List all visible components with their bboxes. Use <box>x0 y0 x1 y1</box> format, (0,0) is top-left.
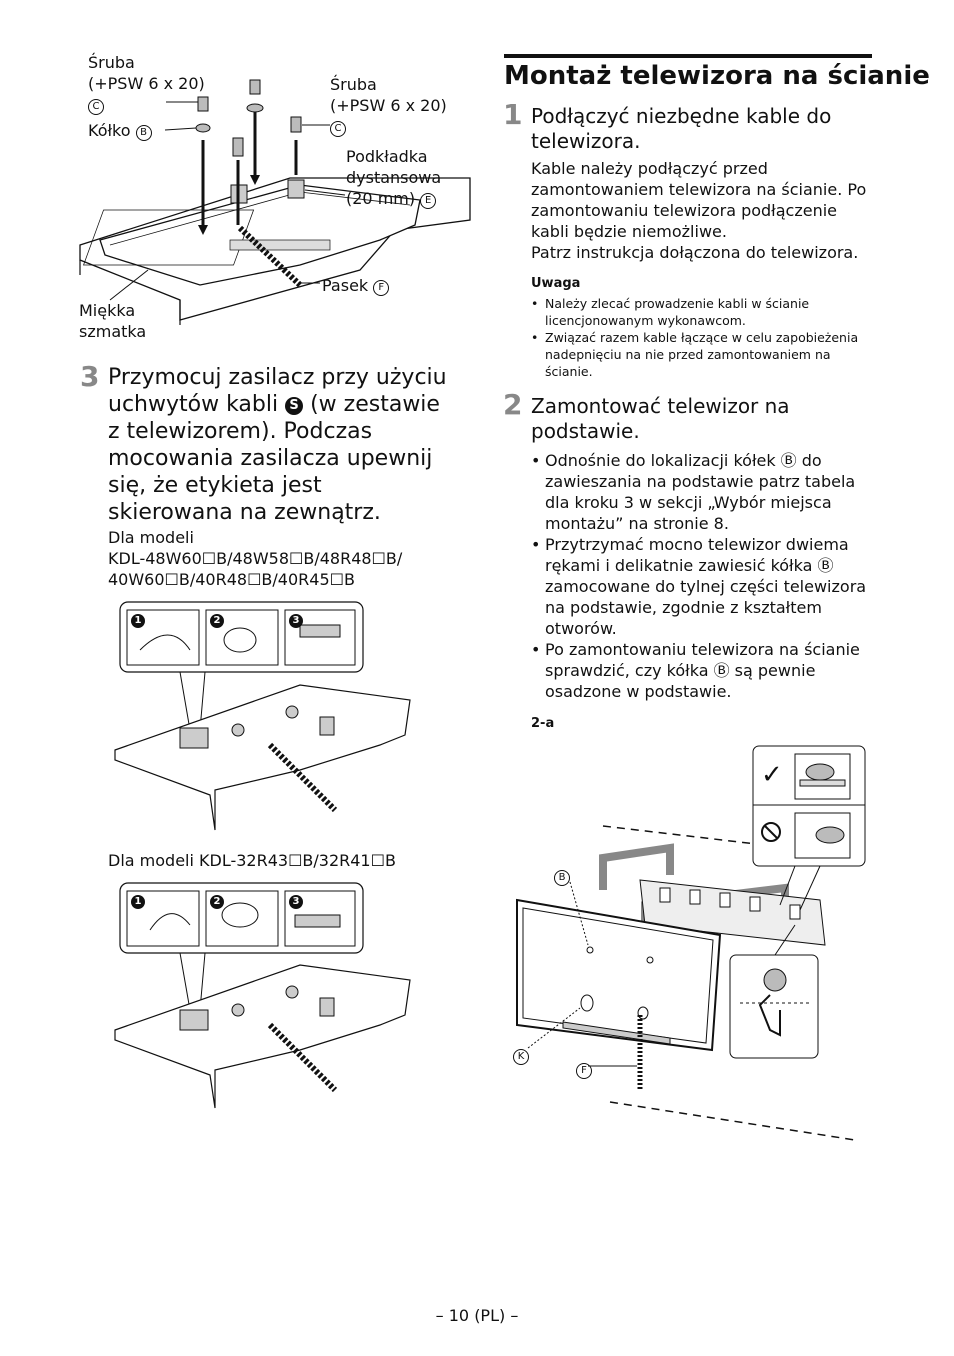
section-rule <box>504 54 872 58</box>
check-icon: ✓ <box>761 760 783 790</box>
sub-step-3: 3 <box>289 893 303 910</box>
sub-step-2: 2 <box>210 893 224 910</box>
step1-heading: Podłączyć niezbędne kable do telewizora. <box>531 104 832 153</box>
step2-list: Odnośnie do lokalizacji kółek Ⓑ do zawie… <box>531 450 871 702</box>
belt-label: Pasek F <box>322 275 390 296</box>
section-title: Montaż telewizora na ścianie <box>504 61 930 91</box>
step-number: 3 <box>80 360 100 393</box>
note-item: Należy zlecać prowadzenie kabli w ściani… <box>531 295 866 329</box>
screw-right-label: Śruba (+PSW 6 x 20) C <box>330 74 447 137</box>
step2-heading: Zamontować telewizor na podstawie. <box>531 394 790 443</box>
step3-text: Przymocuj zasilacz przy użyciu uchwytów … <box>108 365 447 525</box>
spacer-label: Podkładka dystansowa (20 mm) E <box>346 147 442 209</box>
step-number: 2 <box>503 388 523 421</box>
models-list-2: Dla modeli KDL-32R43☐B/32R41☐B <box>108 851 396 870</box>
mark-c: C <box>330 121 346 137</box>
mark-e: E <box>420 193 437 209</box>
sub-step-1: 1 <box>131 612 145 629</box>
page-number: – 10 (PL) – <box>435 1306 519 1325</box>
mark-k: K <box>513 1045 529 1065</box>
note-title: Uwaga <box>531 276 581 291</box>
mark-f: F <box>576 1059 592 1079</box>
sub-step-1: 1 <box>131 893 145 910</box>
mark-b: B <box>135 125 152 141</box>
step1-body: Kable należy podłączyć przed zamontowani… <box>531 159 867 262</box>
sub-step-2: 2 <box>210 612 224 629</box>
mark-b: B <box>554 866 570 886</box>
sub-step-3: 3 <box>289 612 303 629</box>
mark-c: C <box>88 99 104 115</box>
cloth-label: Miękka szmatka <box>79 301 147 341</box>
note-item: Związać razem kable łączące w celu zapob… <box>531 329 866 380</box>
mark-s: S <box>285 397 304 415</box>
mark-f: F <box>373 280 390 296</box>
figure-label: 2-a <box>531 716 555 731</box>
step2-bullet: Odnośnie do lokalizacji kółek Ⓑ do zawie… <box>531 450 871 534</box>
step-number: 1 <box>503 98 523 131</box>
step2-bullet: Przytrzymać mocno telewizor dwiema rękam… <box>531 534 871 639</box>
note-list: Należy zlecać prowadzenie kabli w ściani… <box>531 295 866 380</box>
washer-label: Kółko B <box>88 120 152 141</box>
models-list-1: Dla modeli KDL-48W60☐B/48W58☐B/48R48☐B/ … <box>108 528 403 589</box>
step2-bullet: Po zamontowaniu telewizora na ścianie sp… <box>531 639 871 702</box>
screw-left-label: Śruba (+PSW 6 x 20) C <box>88 52 205 115</box>
